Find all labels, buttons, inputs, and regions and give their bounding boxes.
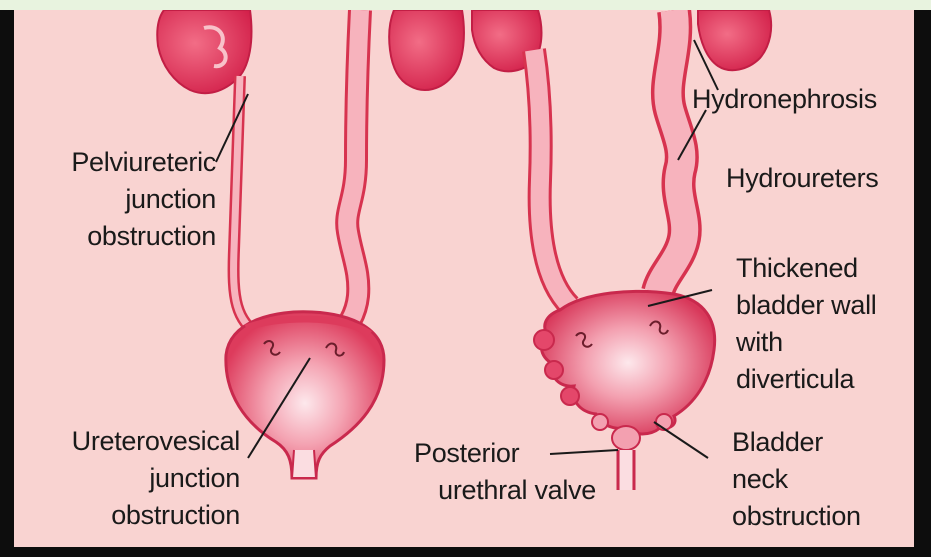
urethra-left [292, 450, 316, 478]
label-hydronephrosis: Hydronephrosis [692, 81, 877, 118]
label-posterior-urethral-valve: Posterior urethral valve [400, 435, 596, 509]
label-pelviureteric-line3: obstruction [36, 218, 216, 255]
posterior-urethral-valve [612, 426, 640, 450]
label-thickened-line3: with [736, 324, 876, 361]
label-ureterovesical-line1: Ureterovesical [24, 423, 240, 460]
kidney-right-2 [698, 10, 771, 70]
label-ureterovesical-line3: obstruction [24, 497, 240, 534]
label-thickened-line1: Thickened [736, 250, 876, 287]
diagram-panel: Pelviureteric junction obstruction Urete… [14, 10, 914, 547]
label-thickened-bladder-wall: Thickened bladder wall with diverticula [736, 250, 876, 398]
label-bladder-neck-obstruction: Bladder neck obstruction [732, 424, 861, 535]
label-ureterovesical-line2: junction [24, 460, 240, 497]
label-pelviureteric: Pelviureteric junction obstruction [36, 144, 216, 255]
label-thickened-line4: diverticula [736, 361, 876, 398]
label-ureterovesical: Ureterovesical junction obstruction [24, 423, 240, 534]
label-pelviureteric-line2: junction [36, 181, 216, 218]
label-hydroureters: Hydroureters [726, 160, 878, 197]
label-thickened-line2: bladder wall [736, 287, 876, 324]
label-bladder-neck-line1: Bladder [732, 424, 861, 461]
bladder-right [541, 291, 714, 434]
label-posterior-line2: urethral valve [400, 472, 596, 509]
label-bladder-neck-line2: neck [732, 461, 861, 498]
label-pelviureteric-line1: Pelviureteric [36, 144, 216, 181]
label-bladder-neck-line3: obstruction [732, 498, 861, 535]
leader-bladder-neck [654, 422, 708, 458]
label-posterior-line1: Posterior [400, 435, 596, 472]
image-frame: Pelviureteric junction obstruction Urete… [0, 10, 931, 557]
kidney-left-2 [389, 10, 464, 90]
